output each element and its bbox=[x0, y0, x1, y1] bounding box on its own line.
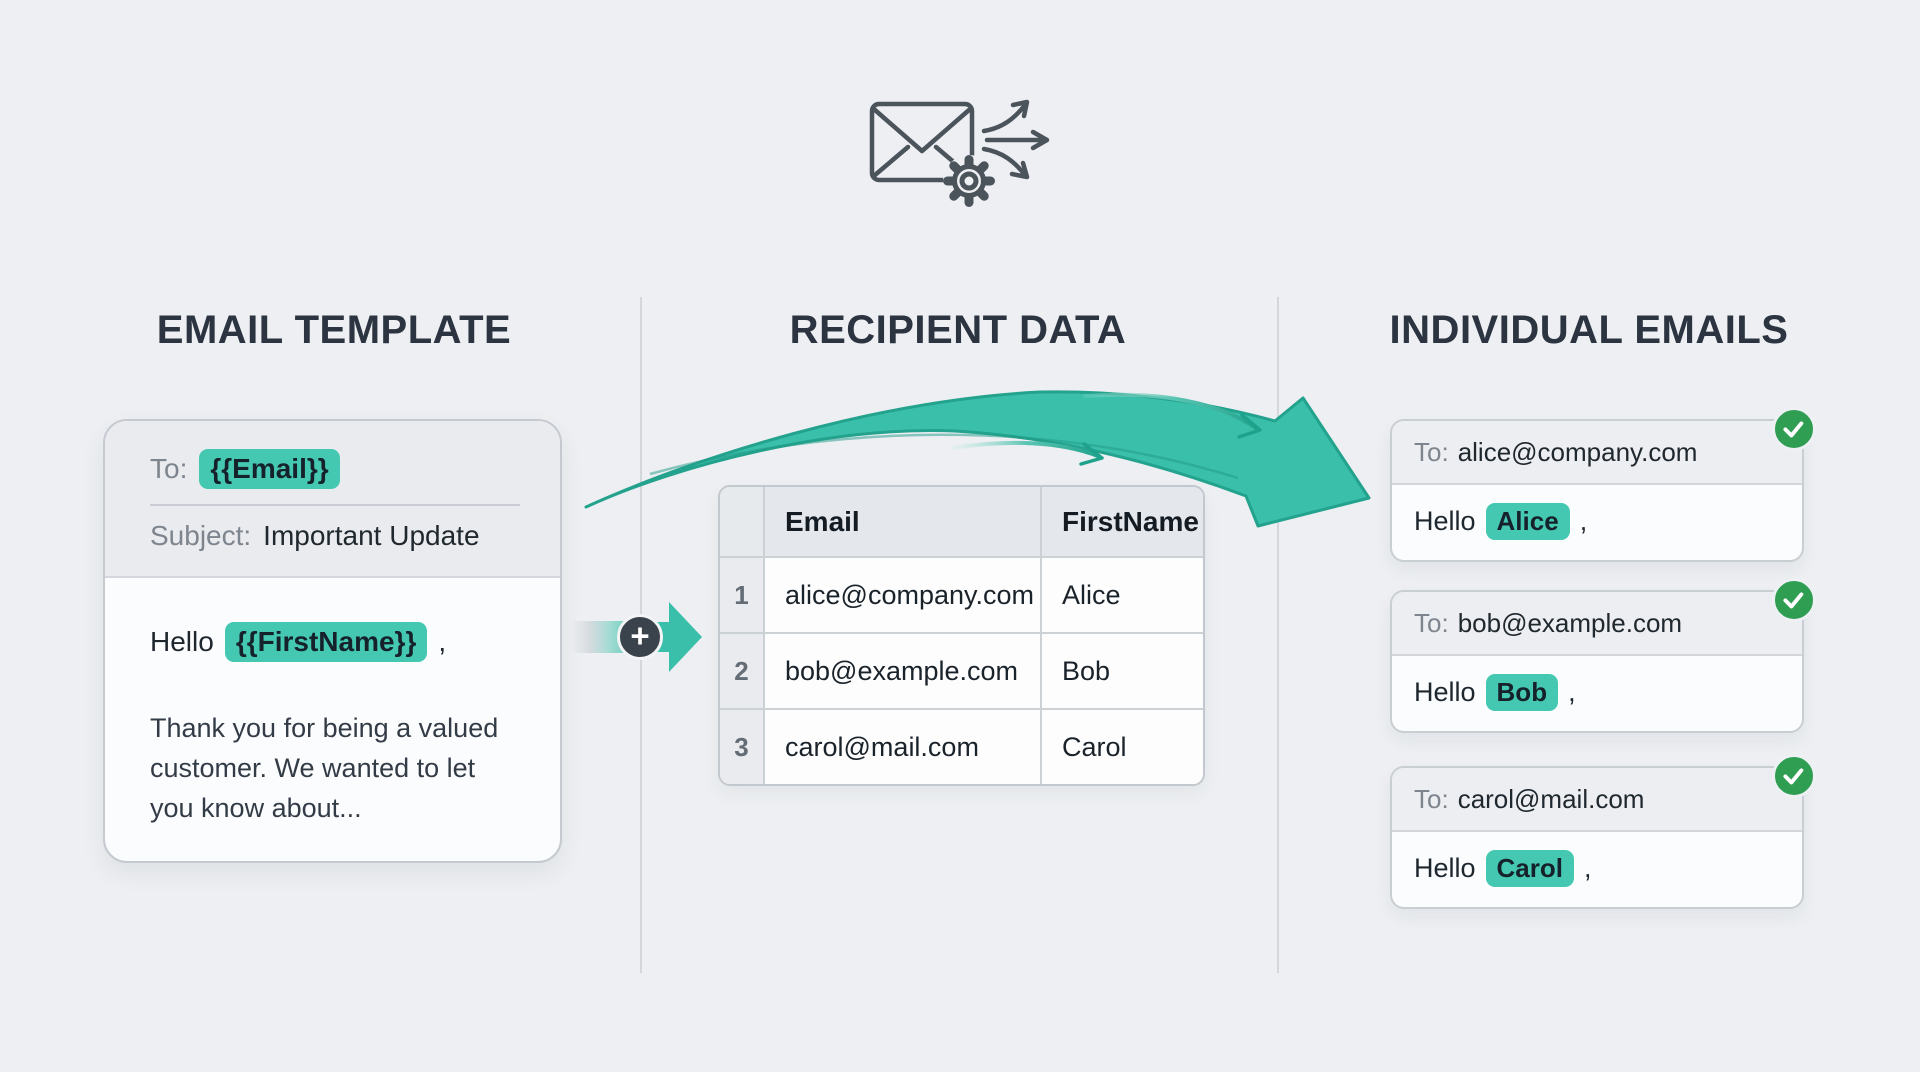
recipient-data-table: Email FirstName 1 alice@company.com Alic… bbox=[718, 485, 1205, 786]
section-title-individual-emails: INDIVIDUAL EMAILS bbox=[1389, 308, 1789, 352]
table-header-firstname: FirstName bbox=[1042, 487, 1203, 558]
envelope-icon bbox=[869, 101, 975, 183]
greeting-punctuation: , bbox=[438, 626, 447, 658]
table-cell-firstname: Carol bbox=[1042, 710, 1203, 784]
section-title-recipient-data: RECIPIENT DATA bbox=[789, 308, 1127, 352]
table-header-email: Email bbox=[765, 487, 1042, 558]
envelope-gear-fanout-icon bbox=[869, 99, 1050, 207]
to-label: To: bbox=[1414, 436, 1449, 467]
email-card-header: To: carol@mail.com bbox=[1392, 768, 1802, 832]
email-card-body: Hello Bob , bbox=[1392, 656, 1802, 729]
body-line: customer. We wanted to let bbox=[150, 753, 476, 784]
gear-icon bbox=[943, 155, 995, 207]
firstname-variable-chip: {{FirstName}} bbox=[224, 622, 428, 663]
template-card-header: To: {{Email}} Subject: Important Update bbox=[105, 421, 560, 578]
template-to-row: To: {{Email}} bbox=[150, 449, 520, 490]
email-card-header: To: alice@company.com bbox=[1392, 421, 1802, 485]
table-cell-firstname: Bob bbox=[1042, 634, 1203, 710]
checkmark-icon bbox=[1783, 768, 1804, 785]
checkmark-icon bbox=[1783, 592, 1804, 609]
email-address: bob@example.com bbox=[1457, 607, 1683, 638]
table-cell-email: alice@company.com bbox=[765, 558, 1042, 634]
subject-label: Subject: bbox=[150, 520, 252, 552]
greeting-prefix: Hello bbox=[1414, 853, 1476, 883]
individual-email-card: To: carol@mail.com Hello Carol , bbox=[1390, 754, 1816, 909]
flow-swoosh-arrow-top bbox=[1083, 392, 1262, 439]
table-corner-cell bbox=[720, 487, 765, 558]
merge-plus-icon: + bbox=[617, 614, 663, 660]
sent-check-badge bbox=[1772, 754, 1816, 798]
sent-check-badge bbox=[1772, 407, 1816, 451]
section-title-email-template: EMAIL TEMPLATE bbox=[156, 308, 512, 352]
greeting-punctuation: , bbox=[1579, 506, 1588, 536]
individual-email-card: To: alice@company.com Hello Alice , bbox=[1390, 407, 1816, 562]
merged-name-chip: Carol bbox=[1485, 849, 1574, 888]
plus-glyph: + bbox=[630, 617, 650, 654]
greeting-punctuation: , bbox=[1584, 853, 1592, 883]
merged-name-chip: Alice bbox=[1485, 502, 1570, 541]
body-line: Thank you for being a valued bbox=[150, 713, 499, 744]
template-body-text: Thank you for being a valued customer. W… bbox=[150, 708, 520, 828]
row-number: 3 bbox=[720, 710, 765, 784]
email-variable-chip: {{Email}} bbox=[199, 449, 340, 490]
table-cell-firstname: Alice bbox=[1042, 558, 1203, 634]
individual-email-card: To: bob@example.com Hello Bob , bbox=[1390, 578, 1816, 733]
row-number: 1 bbox=[720, 558, 765, 634]
column-divider-right bbox=[1277, 297, 1279, 973]
checkmark-icon bbox=[1783, 421, 1804, 438]
email-card-header: To: bob@example.com bbox=[1392, 592, 1802, 656]
to-label: To: bbox=[1414, 607, 1449, 638]
greeting-prefix: Hello bbox=[1414, 677, 1476, 707]
table-cell-email: bob@example.com bbox=[765, 634, 1042, 710]
merged-name-chip: Bob bbox=[1485, 673, 1559, 712]
greeting-prefix: Hello bbox=[150, 626, 214, 658]
greeting-punctuation: , bbox=[1568, 677, 1576, 707]
fanout-arrows-icon bbox=[981, 99, 1050, 180]
greeting-prefix: Hello bbox=[1414, 506, 1476, 536]
template-subject-row: Subject: Important Update bbox=[150, 520, 520, 552]
email-card-body: Hello Alice , bbox=[1392, 485, 1802, 558]
sent-check-badge bbox=[1772, 578, 1816, 622]
subject-value: Important Update bbox=[263, 520, 480, 552]
template-greeting: Hello {{FirstName}} , bbox=[150, 622, 520, 663]
email-address: carol@mail.com bbox=[1457, 783, 1645, 814]
to-label: To: bbox=[150, 453, 188, 485]
email-address: alice@company.com bbox=[1457, 436, 1698, 467]
to-label: To: bbox=[1414, 783, 1449, 814]
email-template-card: To: {{Email}} Subject: Important Update … bbox=[103, 419, 562, 863]
table-cell-email: carol@mail.com bbox=[765, 710, 1042, 784]
flow-swoosh-arrow-bottom bbox=[950, 440, 1104, 466]
template-card-body: Hello {{FirstName}} , Thank you for bein… bbox=[105, 578, 560, 828]
body-line: you know about... bbox=[150, 793, 362, 824]
template-header-divider bbox=[150, 504, 520, 507]
email-card-body: Hello Carol , bbox=[1392, 832, 1802, 905]
row-number: 2 bbox=[720, 634, 765, 710]
